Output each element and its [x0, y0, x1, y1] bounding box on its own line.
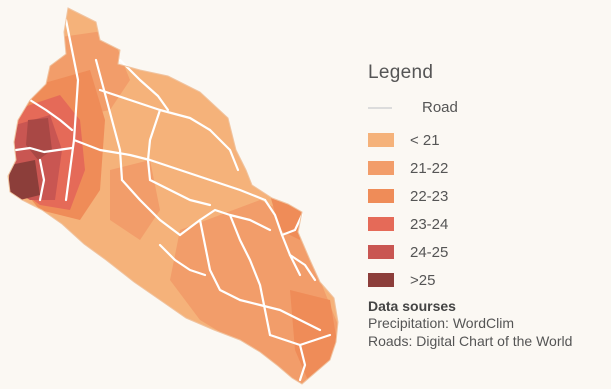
- legend-item: 23-24: [368, 210, 608, 238]
- legend-item: 24-25: [368, 238, 608, 266]
- legend-label: 24-25: [410, 243, 449, 261]
- road: [64, 18, 80, 202]
- legend-item-road: Road: [368, 98, 608, 126]
- road: [72, 138, 267, 202]
- region-outline: [7, 7, 339, 385]
- legend-swatch: [368, 161, 394, 175]
- road-line-swatch: [368, 107, 392, 109]
- data-sources: Data sourses Precipitation: WordClim Roa…: [368, 298, 608, 350]
- data-source-roads: Roads: Digital Chart of the World: [368, 333, 573, 349]
- road: [38, 158, 46, 202]
- legend-label-road: Road: [422, 98, 458, 116]
- road: [118, 58, 170, 112]
- road: [178, 208, 272, 237]
- legend-label: 22-23: [410, 187, 449, 205]
- data-source-precipitation: Precipitation: WordClim: [368, 315, 515, 331]
- legend-title: Legend: [368, 62, 434, 83]
- road: [14, 146, 74, 154]
- legend-swatch: [368, 273, 394, 287]
- legend-label: >25: [410, 271, 436, 289]
- road: [228, 213, 272, 337]
- road: [148, 178, 212, 207]
- zone-22-23-south: [290, 290, 338, 384]
- legend-item: 22-23: [368, 182, 608, 210]
- legend-swatch: [368, 189, 394, 203]
- legend-label: < 21: [410, 131, 440, 149]
- legend-classes: < 21 21-22 22-23 23-24 24-25 >25: [368, 126, 608, 294]
- road: [146, 108, 162, 182]
- road: [28, 98, 74, 132]
- road: [288, 253, 317, 282]
- legend-swatch: [368, 217, 394, 231]
- road: [238, 298, 322, 332]
- legend-swatch: [368, 245, 394, 259]
- legend-item: 21-22: [368, 154, 608, 182]
- data-sources-title: Data sourses: [368, 298, 456, 314]
- legend-label: 21-22: [410, 159, 449, 177]
- road: [158, 243, 207, 277]
- legend-swatch: [368, 133, 394, 147]
- zone-gt25-west: [8, 160, 40, 200]
- road: [94, 58, 124, 182]
- road: [280, 213, 304, 237]
- legend-item: >25: [368, 266, 608, 294]
- road: [298, 343, 307, 382]
- roads: [14, 18, 332, 382]
- road: [198, 218, 242, 302]
- legend-item: < 21: [368, 126, 608, 154]
- legend-label: 23-24: [410, 215, 449, 233]
- road: [208, 128, 240, 172]
- road: [120, 178, 182, 237]
